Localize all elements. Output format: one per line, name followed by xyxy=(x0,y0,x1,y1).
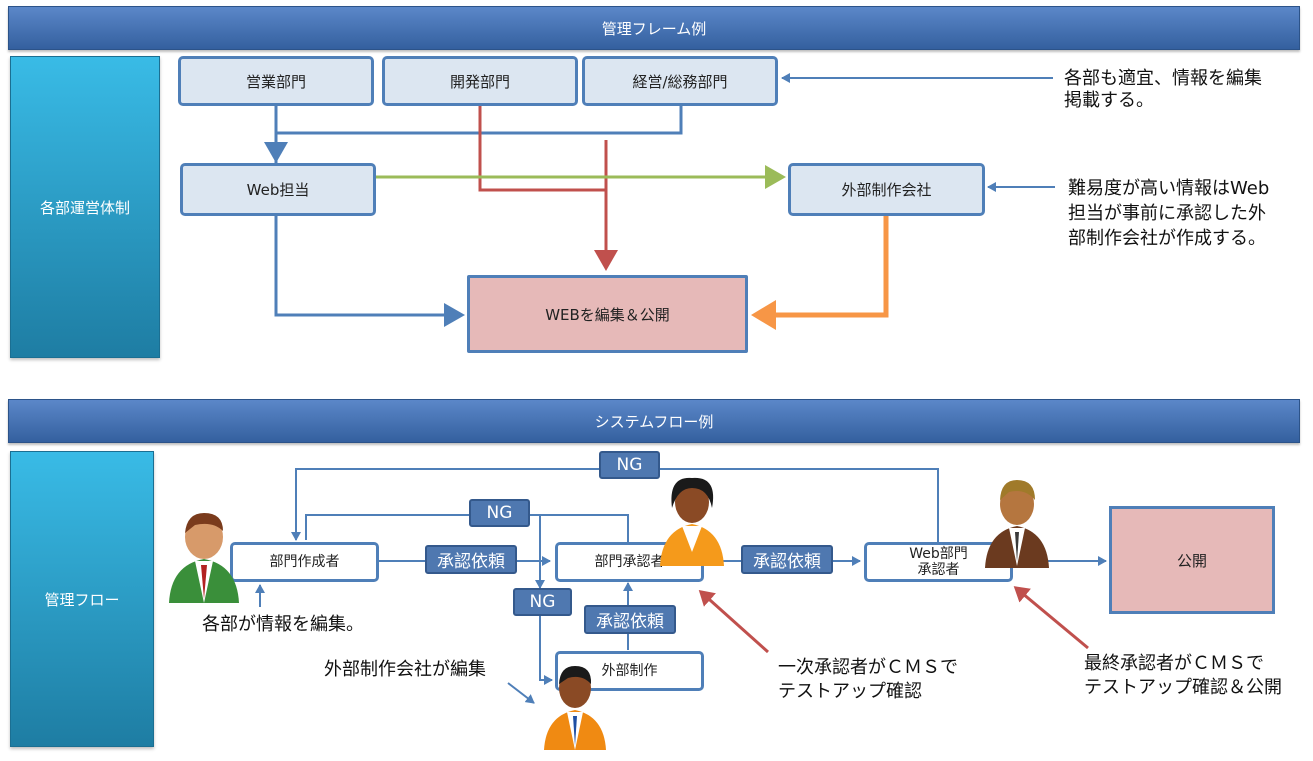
web-staff-label: Web担当 xyxy=(246,181,310,199)
dept-approver-person-icon xyxy=(660,477,724,566)
difficult-info-note-line3: 部制作会社が作成する。 xyxy=(1068,228,1266,249)
management-flow-label: 管理フロー xyxy=(44,590,120,609)
department-edit-note: 各部も適宜、情報を編集 掲載する。 xyxy=(1064,68,1262,112)
first-approver-note-line2: テストアップ確認 xyxy=(778,681,922,702)
first-approver-note: 一次承認者がＣＭＳで テストアップ確認 xyxy=(778,656,958,704)
management-department-box: 経営/総務部門 xyxy=(582,56,778,106)
ng-tag-top-label: NG xyxy=(616,455,643,475)
dept-creator-label: 部門作成者 xyxy=(269,554,340,570)
approval-request-tag-2: 承認依頼 xyxy=(741,545,833,574)
external-to-publish-connector xyxy=(751,216,889,330)
approval-request-tag-1-label: 承認依頼 xyxy=(437,552,505,572)
sales-department-label: 営業部門 xyxy=(245,72,306,91)
dept-creator-box: 部門作成者 xyxy=(230,542,379,582)
web-publish-box: WEBを編集＆公開 xyxy=(467,275,748,353)
first-approver-note-line1: 一次承認者がＣＭＳで xyxy=(778,657,958,678)
development-department-box: 開発部門 xyxy=(382,56,578,106)
external-company-label: 外部制作会社 xyxy=(841,181,932,199)
red-connector xyxy=(478,106,618,271)
management-frame-title: 管理フレーム例 xyxy=(601,19,707,38)
final-approver-note-line2: テストアップ確認＆公開 xyxy=(1084,677,1282,698)
final-approver-arrow xyxy=(1013,586,1089,650)
dept-edit-note: 各部が情報を編集。 xyxy=(202,614,364,636)
ng-tag-middle: NG xyxy=(469,499,530,527)
web-approver-label-line1: Web部門 xyxy=(909,546,968,562)
final-approver-note-line1: 最終承認者がＣＭＳで xyxy=(1084,653,1264,674)
ng-tag-middle-label: NG xyxy=(486,503,513,523)
department-edit-note-line2: 掲載する。 xyxy=(1064,90,1154,111)
approval-request-tag-3: 承認依頼 xyxy=(584,605,676,634)
external-company-box: 外部制作会社 xyxy=(788,163,985,216)
approval-request-tag-2-label: 承認依頼 xyxy=(753,552,821,572)
external-work-label: 外部制作 xyxy=(601,663,658,679)
first-approver-arrow xyxy=(698,589,770,654)
ng-tag-lower: NG xyxy=(513,588,572,616)
approval-request-tag-3-label: 承認依頼 xyxy=(596,612,664,632)
dept-approver-label: 部門承認者 xyxy=(594,554,665,570)
difficult-info-note-line2: 担当が事前に承認した外 xyxy=(1068,203,1266,224)
dept-to-web-connector xyxy=(264,106,683,163)
web-approver-label-line2: 承認者 xyxy=(917,562,960,578)
system-flow-title: システムフロー例 xyxy=(594,412,714,431)
web-approver-person-icon xyxy=(985,480,1049,568)
dept-edit-note-text: 各部が情報を編集。 xyxy=(202,614,364,635)
external-worker-person-icon xyxy=(544,666,606,750)
ng-tag-lower-label: NG xyxy=(529,592,556,612)
ng-tag-top: NG xyxy=(599,451,660,479)
sales-department-box: 営業部門 xyxy=(178,56,374,106)
management-department-label: 経営/総務部門 xyxy=(632,72,728,91)
publish-box: 公開 xyxy=(1109,506,1275,614)
system-flow-banner: システムフロー例 xyxy=(8,399,1300,443)
management-frame-banner: 管理フレーム例 xyxy=(8,6,1300,50)
department-edit-note-line1: 各部も適宜、情報を編集 xyxy=(1064,68,1262,89)
approval-request-tag-1: 承認依頼 xyxy=(425,545,517,574)
web-to-publish-connector xyxy=(274,215,465,327)
difficult-info-note-line1: 難易度が高い情報はWeb xyxy=(1068,178,1270,199)
development-department-label: 開発部門 xyxy=(449,72,510,91)
department-operation-side-label: 各部運営体制 xyxy=(10,56,160,358)
web-staff-box: Web担当 xyxy=(180,163,376,216)
dept-creator-person-icon xyxy=(169,513,239,603)
management-flow-side-label: 管理フロー xyxy=(10,451,154,747)
web-publish-label: WEBを編集＆公開 xyxy=(545,305,670,324)
difficult-info-note: 難易度が高い情報はWeb 担当が事前に承認した外 部制作会社が作成する。 xyxy=(1068,176,1269,251)
external-edit-note-text: 外部制作会社が編集 xyxy=(324,659,486,680)
external-edit-note: 外部制作会社が編集 xyxy=(324,659,486,681)
publish-label: 公開 xyxy=(1176,551,1207,570)
final-approver-note: 最終承認者がＣＭＳで テストアップ確認＆公開 xyxy=(1084,652,1282,700)
department-operation-label: 各部運営体制 xyxy=(39,198,130,217)
